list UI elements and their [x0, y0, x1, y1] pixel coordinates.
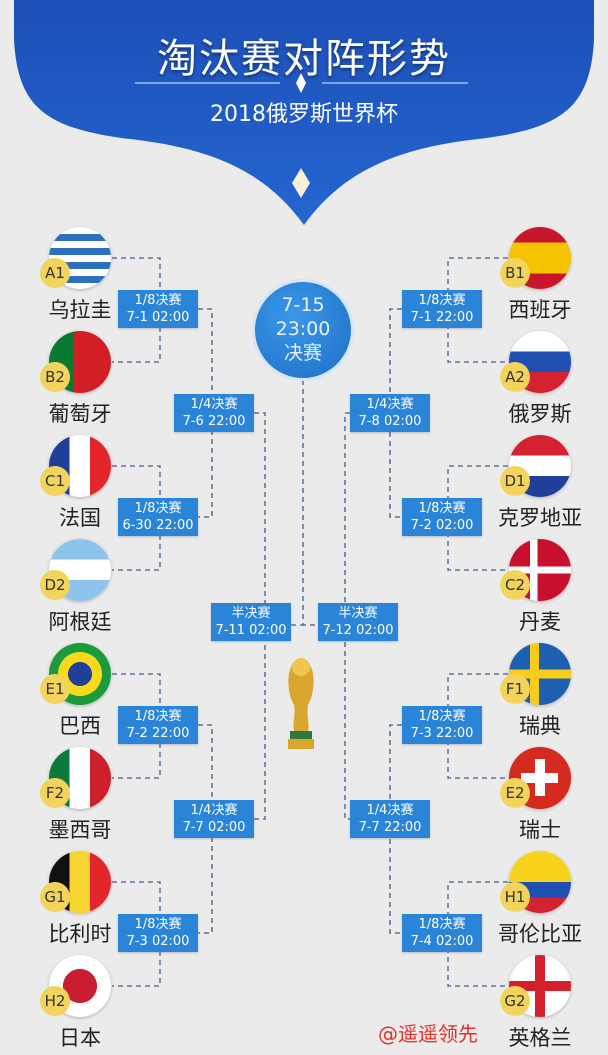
banner-shape: [14, 0, 594, 225]
team-seed-badge: E2: [500, 778, 530, 808]
team-seed-badge: C2: [500, 570, 530, 600]
bracket-connector: [389, 724, 402, 934]
team-name: 巴西: [59, 714, 101, 738]
team-seed-badge: D1: [500, 466, 530, 496]
team-seed-badge: B2: [40, 362, 70, 392]
team-name: 俄罗斯: [508, 402, 572, 426]
match-round: 1/8决赛: [418, 917, 466, 932]
team-seed-badge: G2: [500, 986, 530, 1016]
team-seed-badge: B1: [500, 258, 530, 288]
round-of-16-match: 1/8决赛 7-1 02:00: [118, 290, 198, 328]
team-seed-badge: E1: [40, 674, 70, 704]
round-of-16-match: 1/8决赛 7-4 02:00: [402, 914, 482, 952]
bracket-connector: [389, 308, 402, 518]
match-time: 7-8 02:00: [358, 414, 422, 429]
match-time: 7-11 02:00: [215, 623, 287, 638]
team-name: 哥伦比亚: [498, 922, 582, 946]
match-round: 半决赛: [338, 606, 378, 621]
team-seed-badge: H2: [40, 986, 70, 1016]
quarterfinal-match: 1/4决赛 7-8 02:00: [350, 394, 430, 432]
match-round: 1/4决赛: [366, 397, 414, 412]
watermark: @遥遥领先: [378, 1022, 478, 1046]
team-seed-badge: F1: [500, 674, 530, 704]
match-round: 1/8决赛: [134, 917, 182, 932]
team-name: 日本: [59, 1026, 101, 1050]
final-date: 7-15: [281, 294, 325, 316]
bracket-connector: [302, 380, 318, 626]
match-round: 1/8决赛: [134, 293, 182, 308]
match-time: 7-1 02:00: [126, 310, 190, 325]
page-title: 淘汰赛对阵形势: [157, 36, 451, 82]
match-time: 7-6 22:00: [182, 414, 246, 429]
team-name: 西班牙: [508, 298, 572, 322]
team-name: 墨西哥: [48, 818, 112, 842]
page-subtitle: 2018俄罗斯世界杯: [210, 102, 398, 127]
match-round: 1/8决赛: [418, 501, 466, 516]
team-name: 瑞士: [519, 818, 561, 842]
match-time: 7-3 02:00: [126, 934, 190, 949]
round-of-16-match: 1/8决赛 6-30 22:00: [118, 498, 198, 536]
match-round: 1/8决赛: [134, 709, 182, 724]
match-round: 1/8决赛: [418, 709, 466, 724]
final-match: 7-15 23:00 决赛: [255, 282, 351, 378]
team-name: 英格兰: [508, 1026, 572, 1050]
round-of-16-match: 1/8决赛 7-2 02:00: [402, 498, 482, 536]
team-seed-badge: C1: [40, 466, 70, 496]
team-name: 克罗地亚: [498, 506, 582, 530]
semifinal-match: 半决赛 7-11 02:00: [211, 603, 291, 641]
match-round: 1/4决赛: [190, 803, 238, 818]
match-time: 7-3 22:00: [410, 726, 474, 741]
team-name: 比利时: [48, 922, 112, 946]
team-name: 丹麦: [519, 610, 561, 634]
round-of-16-match: 1/8决赛 7-2 22:00: [118, 706, 198, 744]
final-label: 决赛: [283, 342, 322, 364]
team-seed-badge: D2: [40, 570, 70, 600]
team-seed-badge: A1: [40, 258, 70, 288]
final-time: 23:00: [275, 318, 331, 340]
trophy-icon: [288, 658, 314, 749]
team-seed-badge: G1: [40, 882, 70, 912]
semifinal-match: 半决赛 7-12 02:00: [318, 603, 398, 641]
match-round: 1/4决赛: [366, 803, 414, 818]
match-time: 6-30 22:00: [122, 518, 194, 533]
match-time: 7-2 22:00: [126, 726, 190, 741]
team-name: 葡萄牙: [48, 402, 112, 426]
team-seed-badge: F2: [40, 778, 70, 808]
match-time: 7-7 02:00: [182, 820, 246, 835]
header-banner: 淘汰赛对阵形势 2018俄罗斯世界杯: [0, 0, 608, 230]
match-time: 7-1 22:00: [410, 310, 474, 325]
round-of-16-match: 1/8决赛 7-3 02:00: [118, 914, 198, 952]
quarterfinal-match: 1/4决赛 7-6 22:00: [174, 394, 254, 432]
match-time: 7-7 22:00: [358, 820, 422, 835]
match-round: 半决赛: [231, 606, 271, 621]
team-name: 阿根廷: [48, 610, 112, 634]
match-time: 7-4 02:00: [410, 934, 474, 949]
team-seed-badge: H1: [500, 882, 530, 912]
match-time: 7-12 02:00: [322, 623, 394, 638]
match-round: 1/8决赛: [134, 501, 182, 516]
round-of-16-match: 1/8决赛 7-3 22:00: [402, 706, 482, 744]
team-name: 乌拉圭: [48, 298, 112, 322]
match-round: 1/8决赛: [418, 293, 466, 308]
match-time: 7-2 02:00: [410, 518, 474, 533]
team-name: 瑞典: [519, 714, 561, 738]
match-round: 1/4决赛: [190, 397, 238, 412]
quarterfinal-match: 1/4决赛 7-7 22:00: [350, 800, 430, 838]
team-seed-badge: A2: [500, 362, 530, 392]
quarterfinal-match: 1/4决赛 7-7 02:00: [174, 800, 254, 838]
round-of-16-match: 1/8决赛 7-1 22:00: [402, 290, 482, 328]
team-name: 法国: [59, 506, 101, 530]
